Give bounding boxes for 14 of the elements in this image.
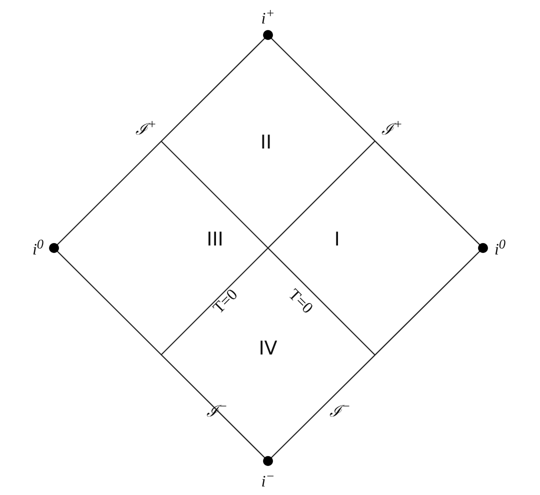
horizon-label: T=0 [284, 286, 316, 318]
infinity-label: ℐ$^{−}$ [206, 399, 228, 421]
horizon-label: T=0 [210, 286, 242, 318]
region-label: I [334, 230, 340, 250]
infinity-label: ℐ$^{+}$ [382, 117, 402, 139]
infinity-label: i$^{+}$ [261, 6, 275, 28]
infinity-label: ℐ$^{+}$ [136, 117, 156, 139]
region-label: III [206, 230, 224, 250]
region-label: II [260, 134, 272, 152]
infinity-label: i$^{0}$ [494, 237, 506, 259]
infinity-label: i$^{0}$ [32, 237, 44, 259]
region-label: IV [258, 340, 278, 358]
infinity-label: i$^{−}$ [261, 469, 275, 491]
infinity-label: ℐ$^{−}$ [330, 399, 350, 421]
